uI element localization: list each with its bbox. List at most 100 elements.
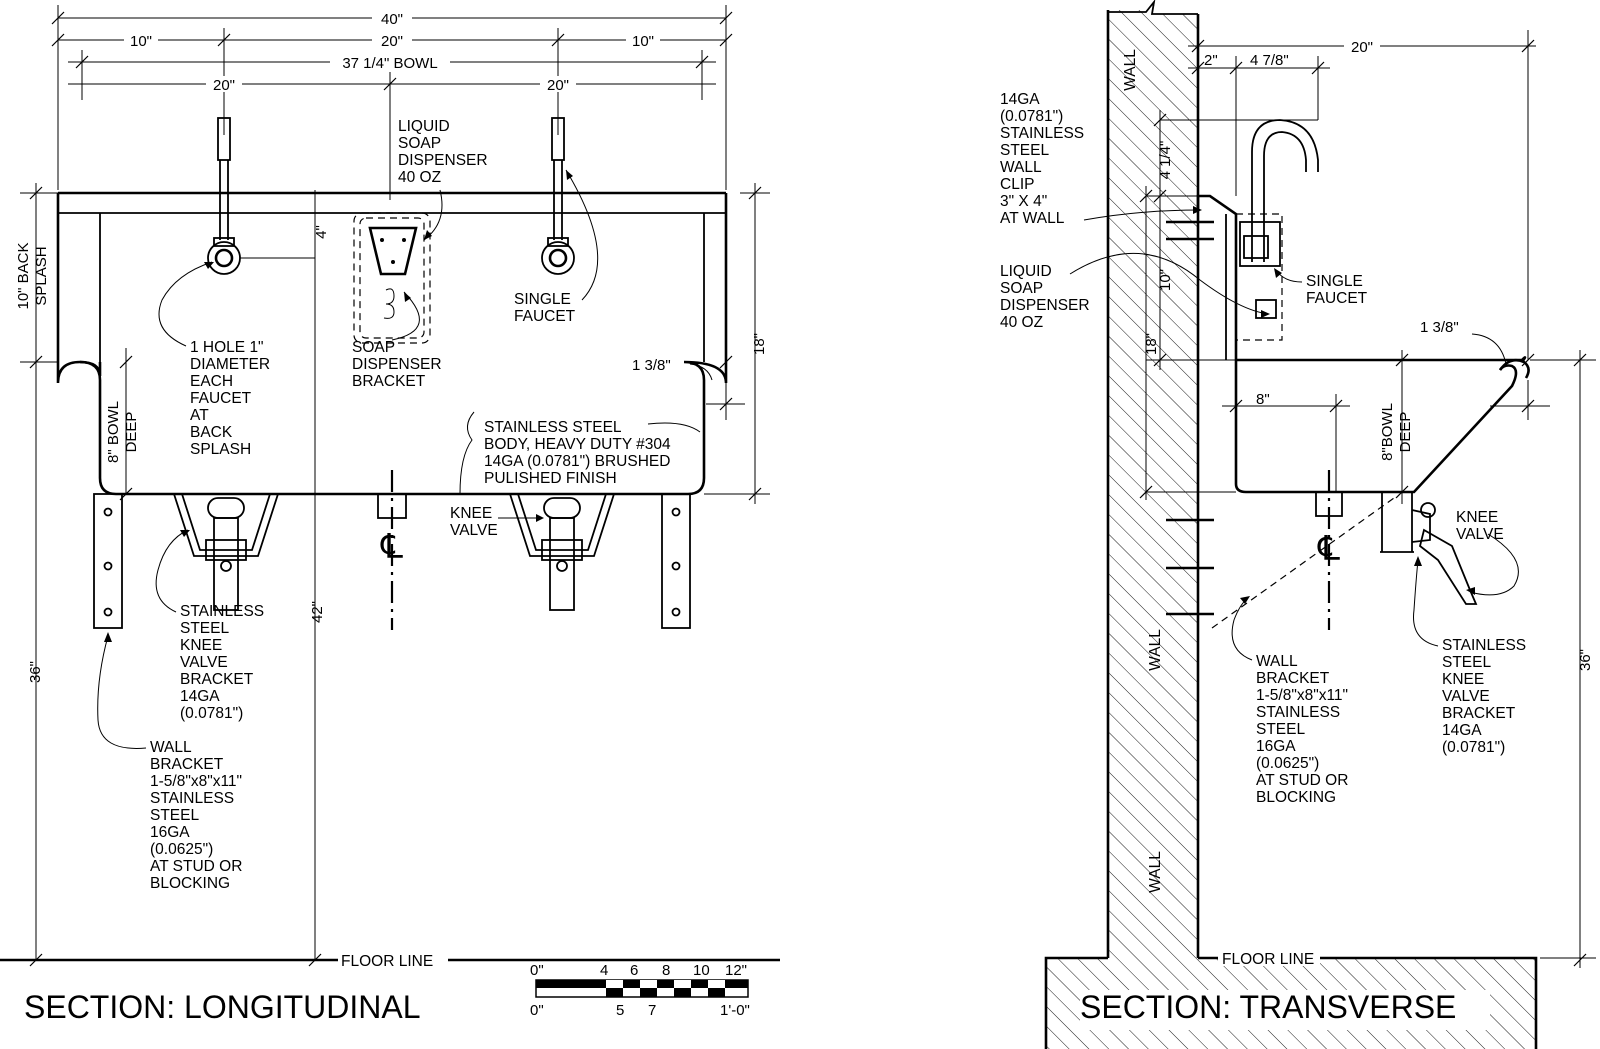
longitudinal-section: 40" 10" 20" 10" 37 1/4" BOWL 20" 20" (0, 5, 780, 1025)
svg-text:AT WALL: AT WALL (1000, 210, 1065, 227)
svg-text:AT STUD OR: AT STUD OR (1256, 772, 1348, 789)
svg-text:12": 12" (725, 962, 747, 979)
svg-text:SINGLE: SINGLE (514, 291, 571, 308)
dim-trans-two: 2" (1204, 52, 1218, 69)
svg-text:10: 10 (693, 962, 710, 979)
svg-text:KNEE: KNEE (1442, 671, 1484, 688)
svg-text:BODY, HEAVY DUTY #304: BODY, HEAVY DUTY #304 (484, 436, 671, 453)
svg-text:16GA: 16GA (150, 824, 190, 841)
centerline-symbol-trans: ℄ (1317, 530, 1340, 568)
dim-back-splash-1: 10" BACK (15, 242, 32, 309)
svg-text:AT STUD OR: AT STUD OR (150, 858, 242, 875)
faucet-left (207, 117, 241, 275)
dim-trans-one-3-8: 1 3/8" (1420, 319, 1459, 336)
knee-valve-left (173, 493, 279, 611)
svg-text:CLIP: CLIP (1000, 176, 1034, 193)
dim-trans-four-7-8: 4 7/8" (1250, 52, 1289, 69)
svg-text:SINGLE: SINGLE (1306, 273, 1363, 290)
svg-text:VALVE: VALVE (180, 654, 228, 671)
dim-one-3-8: 1 3/8" (632, 357, 671, 374)
title-transverse: SECTION: TRANSVERSE (1080, 989, 1456, 1025)
svg-text:VALVE: VALVE (1456, 526, 1504, 543)
svg-text:SPLASH: SPLASH (190, 441, 251, 458)
dim-four: 4" (313, 225, 330, 239)
svg-text:7: 7 (648, 1002, 656, 1019)
svg-text:BLOCKING: BLOCKING (1256, 789, 1336, 806)
floor-label-trans: FLOOR LINE (1222, 951, 1314, 968)
dim-bowl-deep-2: DEEP (123, 412, 140, 453)
svg-text:(0.0781"): (0.0781") (1442, 739, 1505, 756)
svg-text:WALL: WALL (1256, 653, 1298, 670)
label-single-faucet-trans: SINGLE FAUCET (1274, 268, 1368, 307)
svg-text:KNEE: KNEE (180, 637, 222, 654)
svg-text:STEEL: STEEL (1442, 654, 1491, 671)
svg-text:DISPENSER: DISPENSER (352, 356, 442, 373)
svg-text:BRACKET: BRACKET (1442, 705, 1516, 722)
svg-text:KNEE: KNEE (450, 505, 492, 522)
svg-text:SOAP: SOAP (398, 135, 441, 152)
dim-back-splash-2: SPLASH (33, 246, 50, 305)
svg-text:14GA: 14GA (1442, 722, 1482, 739)
label-liquid-soap: LIQUID SOAP DISPENSER 40 OZ (398, 118, 488, 241)
svg-text:DIAMETER: DIAMETER (190, 356, 270, 373)
dim-overall: 40" (381, 11, 403, 28)
svg-text:BRACKET: BRACKET (150, 756, 224, 773)
svg-text:14GA (0.0781") BRUSHED: 14GA (0.0781") BRUSHED (484, 453, 670, 470)
dim-eighteen: 18" (751, 333, 768, 355)
faucet-right (541, 117, 575, 275)
svg-text:BLOCKING: BLOCKING (150, 875, 230, 892)
svg-text:LIQUID: LIQUID (1000, 263, 1052, 280)
svg-text:FAUCET: FAUCET (190, 390, 252, 407)
label-wall-bracket-trans: WALL BRACKET 1-5/8"x8"x11" STAINLESS STE… (1231, 596, 1348, 806)
wall-label-bot: WALL (1147, 851, 1164, 893)
svg-text:SOAP: SOAP (352, 339, 395, 356)
dim-fortytwo: 42" (309, 601, 326, 623)
wall-screws (1166, 220, 1214, 616)
dim-faucet-right: 20" (547, 77, 569, 94)
svg-text:DISPENSER: DISPENSER (1000, 297, 1090, 314)
svg-text:1-5/8"x8"x11": 1-5/8"x8"x11" (1256, 687, 1348, 704)
svg-text:FAUCET: FAUCET (1306, 290, 1368, 307)
dim-trans-twenty: 20" (1351, 39, 1373, 56)
svg-text:VALVE: VALVE (450, 522, 498, 539)
centerline-symbol: ℄ (380, 528, 403, 566)
dim-bowl: 37 1/4" BOWL (342, 55, 437, 72)
svg-text:40 OZ: 40 OZ (1000, 314, 1043, 331)
label-wall-clip: 14GA (0.0781") STAINLESS STEEL WALL CLIP… (1000, 91, 1202, 227)
svg-text:STEEL: STEEL (150, 807, 199, 824)
svg-text:(0.0781"): (0.0781") (1000, 108, 1063, 125)
svg-text:BACK: BACK (190, 424, 233, 441)
label-single-faucet: SINGLE FAUCET (514, 169, 599, 325)
label-knee-valve-long: KNEE VALVE (450, 505, 544, 539)
svg-text:40 OZ: 40 OZ (398, 169, 441, 186)
soap-dispenser (353, 212, 431, 344)
label-liquid-soap-trans: LIQUID SOAP DISPENSER 40 OZ (1000, 252, 1270, 331)
floor-label-long: FLOOR LINE (341, 953, 433, 970)
svg-text:4: 4 (600, 962, 608, 979)
svg-text:STEEL: STEEL (1256, 721, 1305, 738)
svg-text:8: 8 (662, 962, 670, 979)
svg-text:STAINLESS: STAINLESS (1000, 125, 1084, 142)
svg-text:1'-0": 1'-0" (720, 1002, 750, 1019)
svg-text:STEEL: STEEL (1000, 142, 1049, 159)
wall-bracket-left (93, 493, 123, 629)
label-knee-bracket-trans: STAINLESS STEEL KNEE VALVE BRACKET 14GA … (1413, 556, 1526, 756)
wall-label-mid: WALL (1147, 629, 1164, 671)
svg-text:LIQUID: LIQUID (398, 118, 450, 135)
svg-text:14GA: 14GA (180, 688, 220, 705)
label-knee-valve-trans: KNEE VALVE (1456, 509, 1519, 596)
svg-text:SOAP: SOAP (1000, 280, 1043, 297)
svg-text:KNEE: KNEE (1456, 509, 1498, 526)
faucet-side (1236, 119, 1319, 341)
dim-trans-four-1-4: 4 1/4" (1157, 141, 1174, 180)
wall-label-top: WALL (1122, 49, 1139, 91)
dim-trans-eighteen: 18" (1143, 333, 1160, 355)
title-longitudinal: SECTION: LONGITUDINAL (24, 989, 421, 1025)
label-knee-bracket-long: STAINLESS STEEL KNEE VALVE BRACKET 14GA … (155, 529, 264, 722)
svg-text:STAINLESS: STAINLESS (1442, 637, 1526, 654)
svg-text:(0.0625"): (0.0625") (150, 841, 213, 858)
dim-mid-20: 20" (381, 33, 403, 50)
svg-text:16GA: 16GA (1256, 738, 1296, 755)
svg-text:(0.0625"): (0.0625") (1256, 755, 1319, 772)
